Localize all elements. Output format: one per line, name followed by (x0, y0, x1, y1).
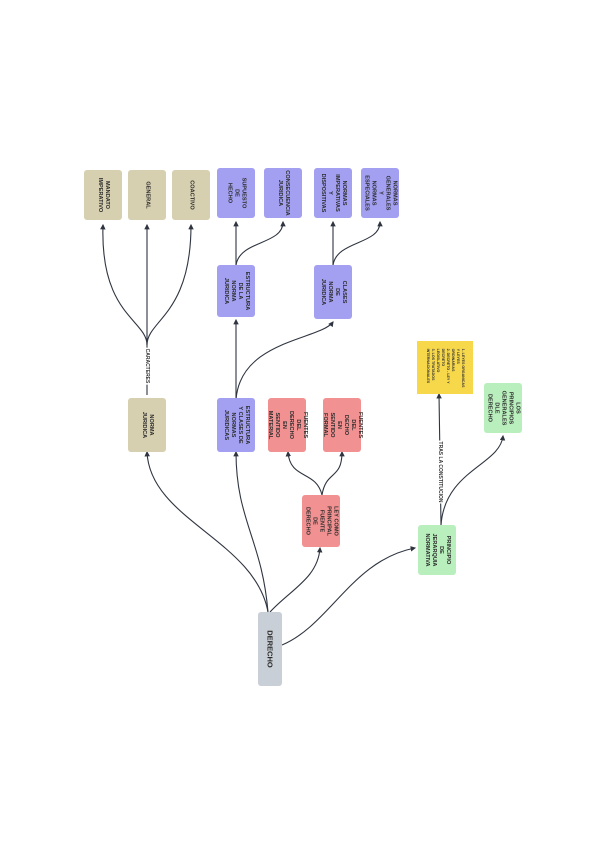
supuesto-hecho-node[interactable]: SUPUESTO DE HECHO (217, 168, 255, 218)
jerarquia-note-text: 1. LEYES ORGANICAS Y LEYES ORDINARIAS 2.… (425, 348, 465, 387)
mandato-imperativo-label: MANDATO IMPERATIVO (97, 177, 110, 213)
note-line: INTERNACIONALES (426, 348, 430, 383)
edge-principio-principios (440, 434, 506, 526)
estructura-clases-node[interactable]: ESTRUCTURA Y CLASES DE NORMAS JURIDICAS (217, 398, 255, 452)
edge-derecho-estructura (233, 450, 269, 613)
norma-juridica-label: NORMA JURIDICA (141, 411, 154, 439)
estructura-norma-node[interactable]: ESTRUCTURA DE LA NORMA JURIDICA (217, 265, 255, 317)
jerarquia-note[interactable]: 1. LEYES ORGANICAS Y LEYES ORDINARIAS 2.… (417, 341, 473, 394)
imperativas-node[interactable]: NORMAS IMPERATIVAS Y DISPOSITIVAS (314, 168, 352, 218)
principios-generales-label: LOS PRINCIPIOS GENERALES DLE DERECHO (486, 390, 521, 426)
ley-fuente-label: LEY COMO PRINCIPAL FUENTE DE DERECHO (304, 506, 339, 536)
fuentes-material-label: FUENTES DEL DERECHO EN SENTIDO MATERIAL (267, 410, 308, 440)
edge-clases-generales (332, 220, 383, 266)
derecho-node[interactable]: DERECHO (258, 612, 282, 686)
generales-especiales-node[interactable]: NORMAS GENERALES Y NORMAS ESPECIALES (361, 168, 399, 218)
norma-juridica-node[interactable]: NORMA JURIDICA (128, 398, 166, 452)
supuesto-hecho-label: SUPUESTO DE HECHO (226, 177, 247, 209)
fuentes-formal-node[interactable]: FUENTES DEL DECHO EN SENTIDO FORMAL (322, 398, 363, 452)
principios-generales-node[interactable]: LOS PRINCIPIOS GENERALES DLE DERECHO (484, 383, 522, 433)
fuentes-formal-label: FUENTES DEL DECHO EN SENTIDO FORMAL (322, 411, 363, 439)
principio-jerarquia-node[interactable]: PRINCIPIO DE JERARQUIA NORMATIVA (418, 525, 456, 575)
general-node[interactable]: GENERAL (128, 170, 166, 220)
edge-estructuranorma-consecuencia (235, 220, 286, 266)
note-line: DECRETO (441, 348, 445, 366)
edge-derecho-norma (144, 450, 269, 613)
mandato-imperativo-node[interactable]: MANDATO IMPERATIVO (84, 170, 122, 220)
imperativas-label: NORMAS IMPERATIVAS Y DISPOSITIVAS (320, 173, 347, 213)
edge-norma-coactivo (146, 223, 194, 346)
edge-derecho-principio (281, 546, 417, 646)
derecho-label: DERECHO (265, 630, 275, 668)
consecuencia-label: CONSECUENCIA JURIDICA (277, 170, 290, 216)
edge-estructura-clases (235, 321, 334, 401)
edge-norma-mandato (100, 223, 148, 346)
note-line: ORDINARIAS (451, 348, 455, 371)
fuentes-material-node[interactable]: FUENTES DEL DERECHO EN SENTIDO MATERIAL (267, 398, 308, 452)
generales-especiales-label: NORMAS GENERALES Y NORMAS ESPECIALES (363, 175, 398, 211)
note-line: 2. DECRETO - LEY Y (446, 348, 450, 384)
principio-jerarquia-label: PRINCIPIO DE JERARQUIA NORMATIVA (424, 533, 451, 567)
note-line: 1. LEYES ORGANICAS (461, 348, 465, 387)
estructura-clases-label: ESTRUCTURA Y CLASES DE NORMAS JURIDICAS (223, 405, 250, 445)
coactivo-label: COACTIVO (188, 180, 195, 210)
clases-norma-label: CLASES DE NORMA JURIDICA (320, 278, 347, 306)
note-line: 3. LOS TRATADOS (431, 348, 435, 380)
edge-ley-material (285, 450, 323, 496)
consecuencia-node[interactable]: CONSECUENCIA JURIDICA (264, 168, 302, 218)
clases-norma-node[interactable]: CLASES DE NORMA JURIDICA (314, 265, 352, 319)
note-line: LEGISLATIVO (436, 348, 440, 372)
estructura-norma-label: ESTRUCTURA DE LA NORMA JURIDICA (223, 271, 250, 311)
coactivo-node[interactable]: COACTIVO (172, 170, 210, 220)
edge-ley-formal (321, 450, 345, 496)
tras-constitucion-edge-label: TRAS LA CONSTITUCION (437, 440, 443, 504)
note-line: Y LEYES (456, 348, 460, 364)
caracteres-edge-label: CARACTERES (144, 347, 150, 385)
general-label: GENERAL (144, 181, 151, 209)
ley-fuente-node[interactable]: LEY COMO PRINCIPAL FUENTE DE DERECHO (302, 495, 340, 547)
edge-derecho-ley (269, 546, 323, 613)
